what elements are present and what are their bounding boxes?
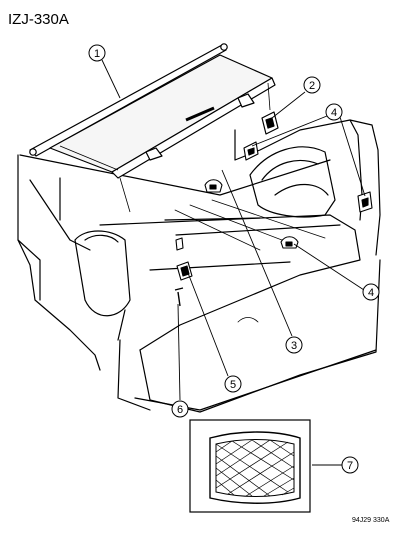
cover-bracket xyxy=(261,111,279,135)
callout-2: 2 xyxy=(303,76,321,94)
figure-title: IZJ-330A xyxy=(8,11,69,28)
callout-number: 6 xyxy=(177,404,183,416)
callout-4-lower: 4 xyxy=(362,283,380,301)
vehicle-body xyxy=(17,119,381,413)
cargo-cover xyxy=(29,43,276,213)
callout-number: 2 xyxy=(309,80,315,92)
cargo-net-inset xyxy=(189,419,311,513)
callout-number: 3 xyxy=(291,340,297,352)
callout-number: 4 xyxy=(331,107,337,119)
callout-number: 4 xyxy=(368,287,374,299)
callout-number: 1 xyxy=(94,48,100,60)
callout-4-upper: 4 xyxy=(325,103,343,121)
callout-number: 5 xyxy=(230,379,236,391)
callout-6: 6 xyxy=(171,400,189,418)
callout-number: 7 xyxy=(347,460,353,472)
callout-7: 7 xyxy=(341,456,359,474)
drawing-code: 94J29 330A xyxy=(352,517,390,524)
callout-3: 3 xyxy=(285,336,303,354)
callout-1: 1 xyxy=(88,44,106,62)
leader-lines xyxy=(101,59,366,466)
tie-down-hooks xyxy=(204,141,373,249)
floor-hook-and-bolt xyxy=(174,237,193,307)
callout-5: 5 xyxy=(224,375,242,393)
